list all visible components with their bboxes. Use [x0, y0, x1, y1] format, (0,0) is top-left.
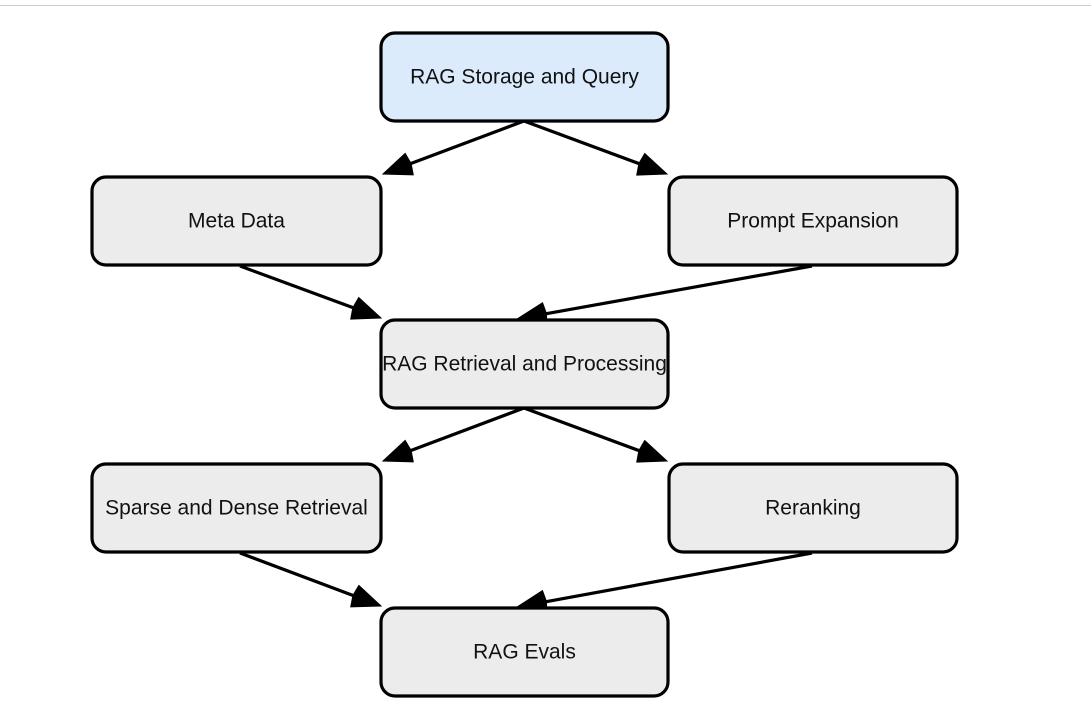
edge-line — [523, 406, 647, 455]
node-label: Prompt Expansion — [727, 210, 899, 233]
edge-arrowhead — [636, 152, 669, 176]
node-box[interactable] — [667, 175, 959, 267]
node-label: RAG Storage and Query — [410, 66, 639, 89]
edge-line — [239, 264, 361, 312]
flow-edge — [515, 264, 813, 326]
flow-edge — [381, 119, 525, 176]
edge-line — [523, 119, 647, 168]
node-label: Meta Data — [188, 210, 285, 233]
edge-line — [538, 264, 813, 317]
flow-edge — [239, 264, 383, 320]
node-box[interactable] — [90, 175, 383, 267]
flow-node-rag-evals[interactable]: RAG Evals — [379, 606, 670, 698]
flow-edge — [239, 551, 383, 608]
flow-node-reranking[interactable]: Reranking — [667, 462, 959, 554]
node-label: RAG Retrieval and Processing — [382, 353, 667, 376]
edge-arrowhead — [350, 296, 383, 320]
edge-line — [403, 406, 525, 455]
node-box[interactable] — [379, 606, 670, 698]
node-box[interactable] — [379, 31, 670, 123]
flow-edge — [381, 406, 525, 463]
edge-arrowhead — [350, 584, 383, 608]
edge-line — [538, 551, 813, 605]
node-label: Sparse and Dense Retrieval — [105, 497, 368, 520]
node-box[interactable] — [379, 318, 670, 410]
page-top-divider — [0, 5, 1091, 6]
flow-edge — [515, 551, 813, 614]
flow-node-prompt-expansion[interactable]: Prompt Expansion — [667, 175, 959, 267]
flow-node-rag-retrieval-and-processing[interactable]: RAG Retrieval and Processing — [379, 318, 670, 410]
edge-arrowhead — [381, 439, 414, 463]
flow-node-rag-storage-and-query[interactable]: RAG Storage and Query — [379, 31, 670, 123]
node-box[interactable] — [90, 462, 383, 554]
node-label: Reranking — [765, 497, 861, 520]
flow-edge — [523, 119, 669, 176]
node-label: RAG Evals — [473, 641, 576, 664]
edge-line — [239, 551, 361, 600]
flow-node-sparse-and-dense-retrieval[interactable]: Sparse and Dense Retrieval — [90, 462, 383, 554]
edge-arrowhead — [381, 152, 414, 176]
flow-node-meta-data[interactable]: Meta Data — [90, 175, 383, 267]
flow-edge — [523, 406, 669, 463]
edge-arrowhead — [636, 439, 669, 463]
edge-line — [403, 119, 525, 168]
node-box[interactable] — [667, 462, 959, 554]
